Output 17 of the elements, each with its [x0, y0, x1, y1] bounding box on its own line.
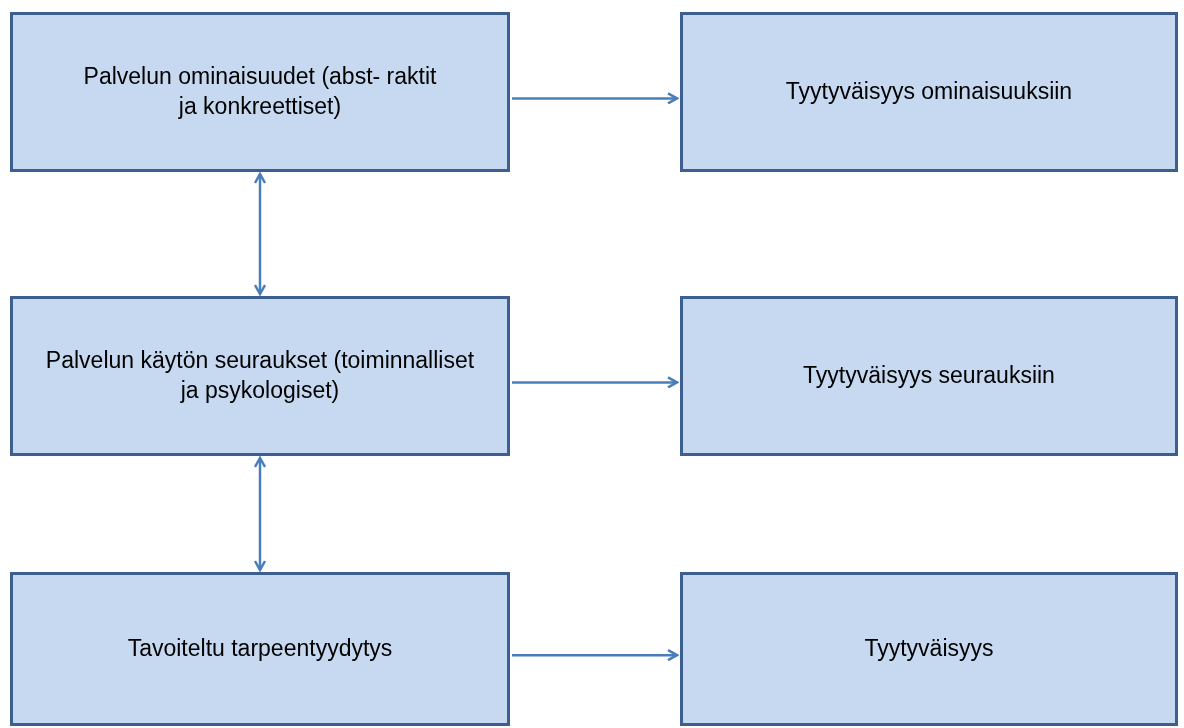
process-box: [680, 296, 1178, 456]
process-box: [680, 572, 1178, 726]
process-box: [10, 572, 510, 726]
arrow: [512, 92, 679, 105]
box-label: Palvelun ominaisuudet (abst- raktit ja konkreettiset): [82, 62, 438, 121]
arrow: [253, 172, 267, 296]
box-label: Tyytyväisyys: [864, 634, 994, 664]
box-label: Tyytyväisyys seurauksiin: [803, 361, 1055, 391]
arrow: [512, 376, 679, 389]
process-box: [680, 12, 1178, 172]
box-label: Tyytyväisyys ominaisuuksiin: [785, 77, 1073, 107]
arrow: [512, 648, 679, 662]
box-label: Tavoiteltu tarpeentyydytys: [127, 634, 393, 664]
process-box: [10, 12, 510, 172]
process-box: [10, 296, 510, 456]
box-label: Palvelun käytön seuraukset (toiminnalliset ja psykologiset): [44, 346, 476, 405]
arrow: [253, 456, 267, 572]
